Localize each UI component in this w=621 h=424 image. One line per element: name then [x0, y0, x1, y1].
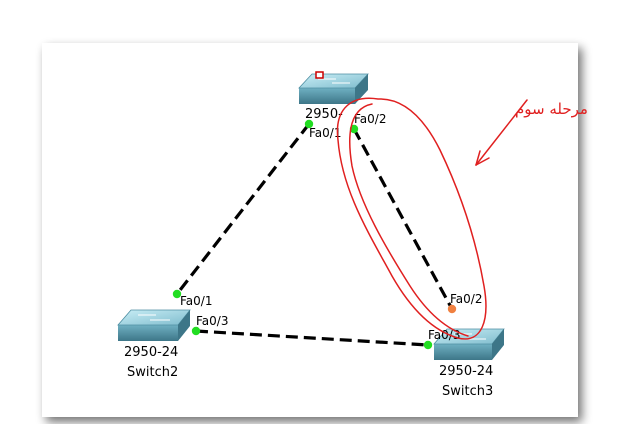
port-status-s2-fa01 — [172, 289, 182, 299]
port-status-s2-fa03 — [191, 326, 201, 336]
link-switch1-switch3[interactable] — [352, 128, 454, 310]
port-status-s3-fa02 — [447, 304, 457, 314]
labels: 2950- Fa0/1 Fa0/2 Fa0/1 Fa0/3 2950-24 Sw… — [124, 107, 493, 399]
switch-top — [117, 309, 191, 326]
switch1-model-label: 2950- — [305, 107, 343, 122]
switch-side — [492, 329, 504, 360]
switch3-model-label: 2950-24 — [439, 364, 493, 379]
port-label-s1-fa01: Fa0/1 — [309, 126, 341, 140]
switch-front — [299, 88, 368, 104]
port-label-s2-fa03: Fa0/3 — [196, 314, 228, 328]
port-status-s1-fa01 — [304, 119, 314, 129]
port-label-s2-fa01: Fa0/1 — [180, 294, 212, 308]
switch-side — [178, 310, 190, 341]
annotation — [336, 97, 528, 340]
annotation-label: مرحله سوم — [515, 100, 588, 118]
arrow-icon — [475, 99, 528, 166]
port-label-s3-fa02: Fa0/2 — [450, 292, 482, 306]
port-label-s1-fa02: Fa0/2 — [354, 112, 386, 126]
switch-side — [355, 74, 368, 104]
switch2-model-label: 2950-24 — [124, 345, 178, 360]
switch1[interactable] — [298, 71, 369, 104]
switch3[interactable] — [433, 328, 505, 360]
highlight-loop-inner — [349, 103, 469, 337]
highlight-loop — [336, 97, 487, 340]
switch-front — [118, 325, 178, 341]
port-status-s3-fa03 — [423, 340, 433, 350]
switch2[interactable] — [117, 309, 191, 341]
port-label-s3-fa03: Fa0/3 — [428, 328, 460, 342]
alert-indicator — [315, 71, 324, 79]
port-indicators — [172, 119, 457, 350]
switch-front — [434, 344, 492, 360]
switch3-name-label: Switch3 — [442, 384, 493, 399]
link-switch2-switch3[interactable] — [195, 329, 429, 347]
links — [175, 123, 454, 347]
switch2-name-label: Switch2 — [127, 365, 178, 380]
